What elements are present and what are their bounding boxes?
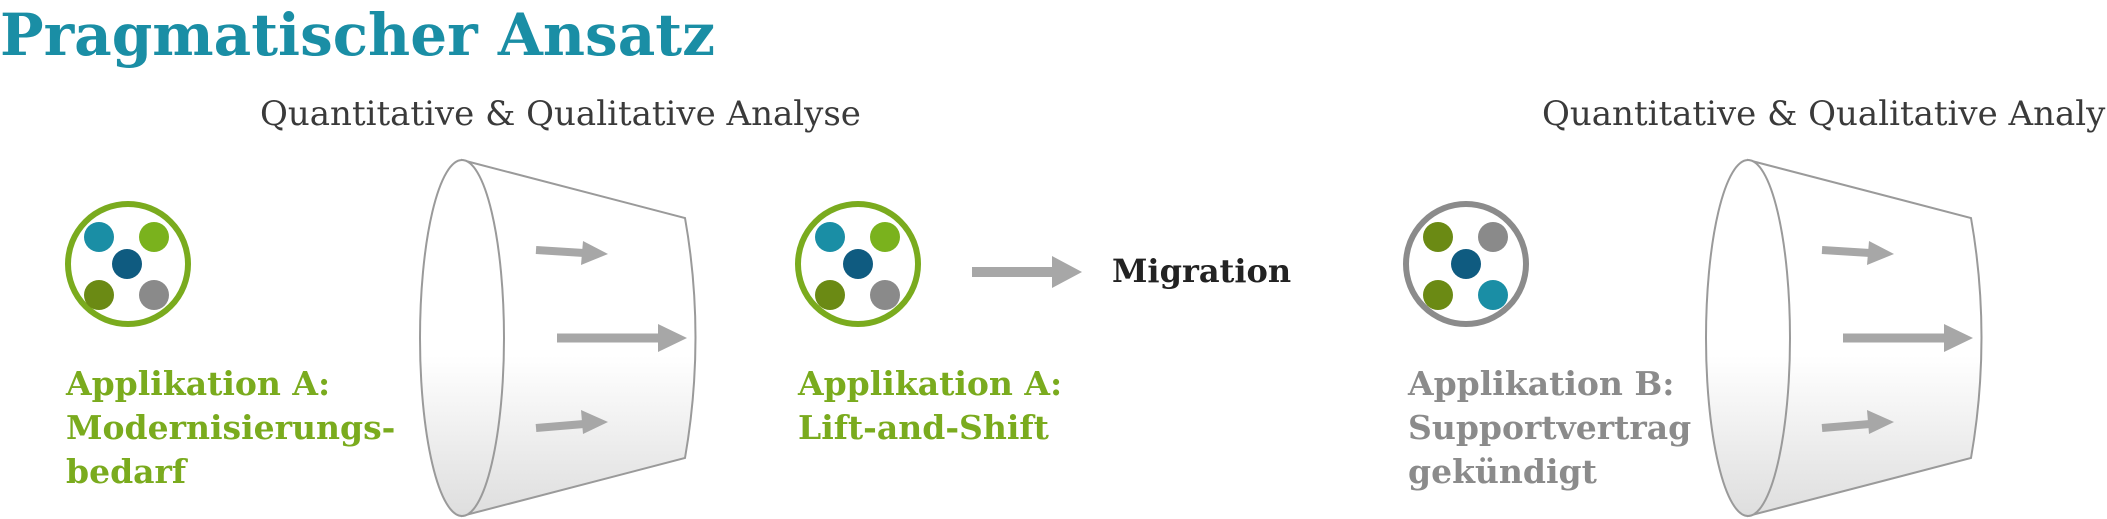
app-a-modernize-line3: bedarf	[66, 452, 187, 491]
app-a-lift-label: Applikation A: Lift-and-Shift	[798, 362, 1062, 450]
app-a-modernize-line1: Applikation A:	[66, 364, 331, 403]
analysis-label-left: Quantitative & Qualitative Analyse	[260, 94, 861, 134]
funnel-arrow-right-top	[1821, 241, 1894, 265]
app-b-line1: Applikation B:	[1408, 364, 1675, 403]
app-b-line2: Supportvertrag	[1408, 408, 1692, 447]
app-a-modernize-label: Applikation A: Modernisierungs- bedarf	[66, 362, 395, 494]
page-title: Pragmatischer Ansatz	[0, 1, 716, 69]
funnel-left	[419, 158, 697, 518]
app-a-lift-icon	[795, 201, 921, 327]
app-b-label: Applikation B: Supportvertrag gekündigt	[1408, 362, 1691, 494]
app-b-line3: gekündigt	[1408, 452, 1597, 491]
funnel-arrow-right-middle	[1843, 324, 1973, 352]
app-a-modernize-line2: Modernisierungs-	[66, 408, 396, 447]
funnel-arrow-left-bottom	[535, 410, 608, 434]
analysis-label-right: Quantitative & Qualitative Analyse	[1542, 94, 2107, 134]
migration-label: Migration	[1112, 252, 1292, 290]
funnel-right	[1705, 158, 1983, 518]
app-a-lift-line1: Applikation A:	[798, 364, 1063, 403]
funnel-arrow-left-middle	[557, 324, 687, 352]
app-a-modernize-icon	[65, 201, 191, 327]
funnel-arrow-left-top	[535, 241, 608, 265]
migration-arrow	[972, 256, 1082, 288]
app-a-lift-line2: Lift-and-Shift	[798, 408, 1049, 447]
funnel-arrow-right-bottom	[1821, 410, 1894, 434]
app-b-icon	[1403, 201, 1529, 327]
